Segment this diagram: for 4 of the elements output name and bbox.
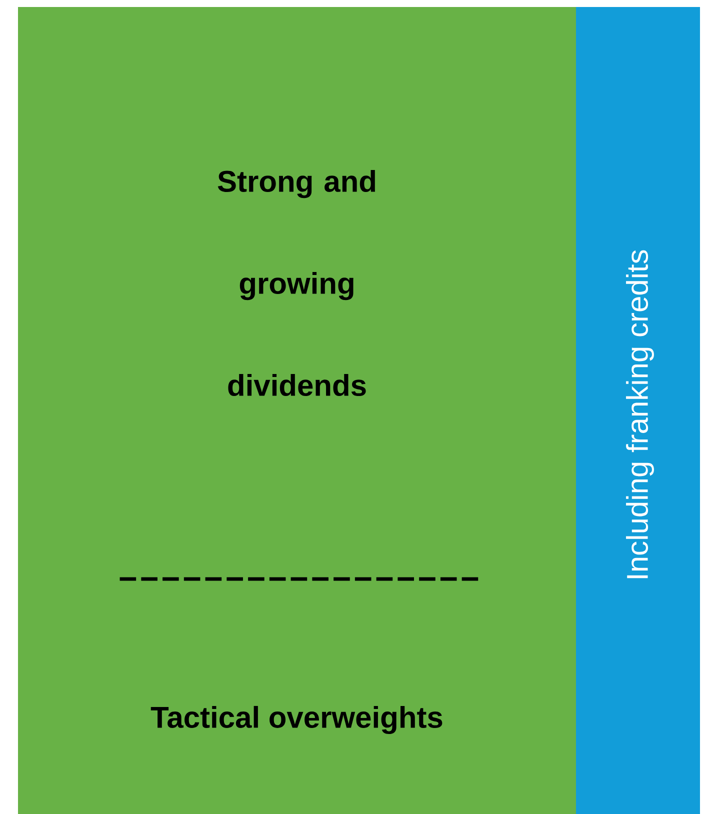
vertical-label: Including franking credits bbox=[626, 250, 654, 578]
subheading-text: Tactical overweights bbox=[150, 706, 442, 734]
dash-separator: ----------------- bbox=[120, 577, 478, 581]
heading-text: Strong and growing dividends bbox=[218, 170, 375, 396]
